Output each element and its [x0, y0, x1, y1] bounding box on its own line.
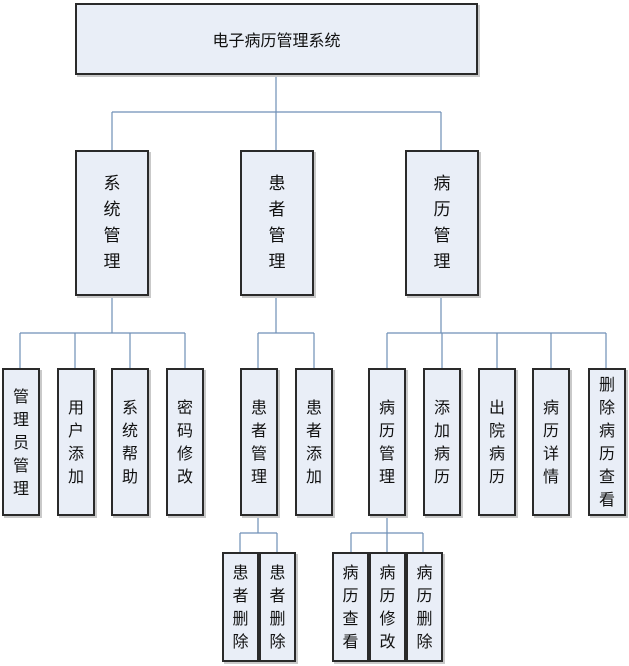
node-root: 电子病历管理系统	[75, 3, 478, 75]
node-patient-management: 患者管理	[240, 150, 314, 296]
connector-group	[19, 75, 607, 552]
node-patient-manage-leaf-label: 患者管理	[250, 398, 267, 486]
node-record-edit-label: 病历修改	[379, 563, 396, 651]
node-record-manage-leaf-label: 病历管理	[378, 398, 395, 486]
node-patient-add-label: 患者添加	[305, 398, 322, 486]
node-system-help-label: 系统帮助	[121, 398, 138, 486]
node-user-add-label: 用户添加	[67, 398, 84, 486]
node-patient-add: 患者添加	[295, 368, 333, 516]
node-patient-manage-leaf: 患者管理	[240, 368, 278, 516]
node-patient-delete-1: 患者删除	[222, 552, 259, 662]
node-add-record-label: 添加病历	[433, 398, 450, 486]
node-password-change-label: 密码修改	[176, 398, 193, 486]
node-record-detail: 病历详情	[532, 368, 570, 516]
node-admin-management: 管理员管理	[2, 368, 40, 516]
node-discharge-record: 出院病历	[478, 368, 516, 516]
node-password-change: 密码修改	[166, 368, 204, 516]
node-patient-delete-1-label: 患者删除	[232, 563, 249, 651]
node-record-view-label: 病历查看	[342, 563, 359, 651]
node-system-management: 系统管理	[75, 150, 149, 296]
node-admin-management-label: 管理员管理	[12, 386, 29, 498]
node-record-delete-label: 病历删除	[416, 563, 433, 651]
connector-root	[111, 75, 442, 150]
connector-record	[386, 296, 607, 368]
node-record-delete: 病历删除	[406, 552, 443, 662]
connector-record-manage	[350, 516, 424, 552]
node-system-management-label: 系统管理	[103, 174, 121, 272]
node-deleted-record-view-label: 删除病历查看	[598, 375, 615, 509]
node-deleted-record-view: 删除病历查看	[588, 368, 626, 516]
node-user-add: 用户添加	[57, 368, 95, 516]
node-discharge-record-label: 出院病历	[488, 398, 505, 486]
node-record-management-label: 病历管理	[433, 174, 451, 272]
connector-patient	[257, 296, 315, 368]
node-patient-delete-2-label: 患者删除	[269, 563, 286, 651]
node-patient-management-label: 患者管理	[268, 174, 286, 272]
node-record-view: 病历查看	[332, 552, 369, 662]
node-record-manage-leaf: 病历管理	[368, 368, 406, 516]
node-add-record: 添加病历	[423, 368, 461, 516]
node-record-detail-label: 病历详情	[542, 398, 559, 486]
node-system-help: 系统帮助	[111, 368, 149, 516]
connector-system	[19, 296, 186, 368]
node-root-label: 电子病历管理系统	[212, 31, 341, 50]
node-patient-delete-2: 患者删除	[259, 552, 296, 662]
node-record-management: 病历管理	[405, 150, 479, 296]
connector-patient-manage	[239, 516, 278, 552]
node-record-edit: 病历修改	[369, 552, 406, 662]
